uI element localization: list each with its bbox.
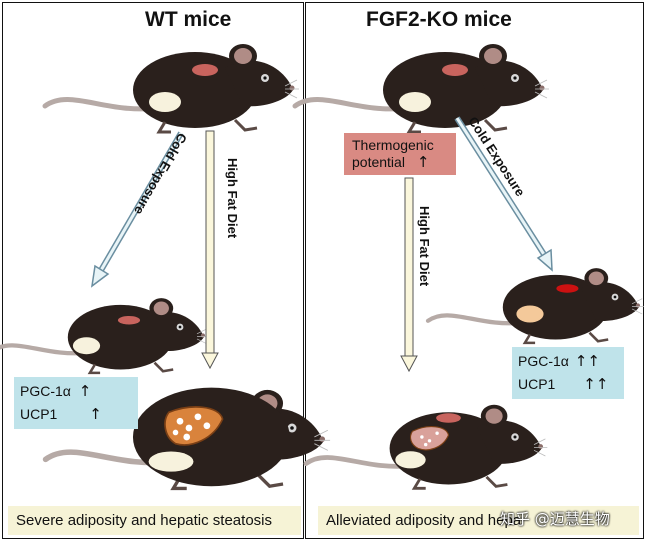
ko-mouse-cold bbox=[428, 268, 644, 343]
ko-mouse-hfd bbox=[306, 405, 547, 489]
wt-hfd-arrow bbox=[201, 130, 219, 370]
thermogenic-line2: potential bbox=[352, 154, 405, 170]
ko-hfd-brown-fat bbox=[436, 413, 461, 423]
ko-hfd-white-fat bbox=[395, 451, 426, 469]
ko-pgc1a-arrows: ↑↑ bbox=[574, 352, 600, 370]
wt-hfd-white-fat bbox=[148, 451, 194, 472]
wt-brown-fat bbox=[192, 64, 218, 76]
ko-white-fat bbox=[399, 92, 431, 112]
wt-white-fat bbox=[149, 92, 181, 112]
ko-marker-box: PGC-1α ↑↑ UCP1 ↑↑ bbox=[512, 347, 624, 399]
wt-cold-arrow bbox=[90, 131, 184, 288]
ko-brown-fat bbox=[442, 64, 468, 76]
ko-mouse-top bbox=[295, 44, 549, 132]
liver-icon bbox=[164, 406, 224, 446]
ko-ucp1-arrows: ↑↑ bbox=[583, 375, 609, 393]
thermogenic-box: Thermogenic potential ↑ bbox=[344, 133, 456, 175]
ko-title: FGF2-KO mice bbox=[366, 8, 512, 31]
wt-title: WT mice bbox=[145, 8, 232, 31]
ko-footer: Alleviated adiposity and hepa bbox=[318, 506, 639, 535]
wt-pgc1a-arrow: ↑ bbox=[78, 382, 92, 400]
ko-hfd-arrow bbox=[400, 177, 418, 373]
ko-cold-brown-fat bbox=[556, 284, 579, 293]
ko-cold-arrow bbox=[454, 116, 553, 272]
ko-marker-ucp1: UCP1 bbox=[518, 376, 556, 392]
wt-marker-box: PGC-1α ↑ UCP1 ↑ bbox=[14, 377, 138, 429]
wt-diet-label: High Fat Diet bbox=[225, 158, 240, 239]
watermark: 知乎 @迈慧生物 bbox=[500, 510, 610, 528]
ko-marker-pgc1a: PGC-1α bbox=[518, 353, 569, 369]
wt-marker-pgc1a: PGC-1α bbox=[20, 383, 71, 399]
ko-diet-label: High Fat Diet bbox=[417, 206, 432, 287]
wt-cold-brown-fat bbox=[117, 315, 141, 325]
wt-mouse-hfd bbox=[46, 388, 330, 489]
wt-marker-ucp1: UCP1 bbox=[20, 406, 58, 422]
wt-ucp1-arrow: ↑ bbox=[89, 405, 102, 423]
ko-cold-beige-fat bbox=[516, 305, 544, 323]
thermogenic-line1: Thermogenic bbox=[352, 137, 434, 153]
thermogenic-up-arrow: ↑ bbox=[416, 153, 430, 171]
ko-liver-icon bbox=[409, 426, 450, 451]
wt-footer: Severe adiposity and hepatic steatosis bbox=[8, 506, 301, 535]
wt-cold-white-fat bbox=[72, 337, 101, 355]
wt-mouse-cold bbox=[0, 298, 209, 373]
wt-mouse-top bbox=[45, 44, 299, 132]
